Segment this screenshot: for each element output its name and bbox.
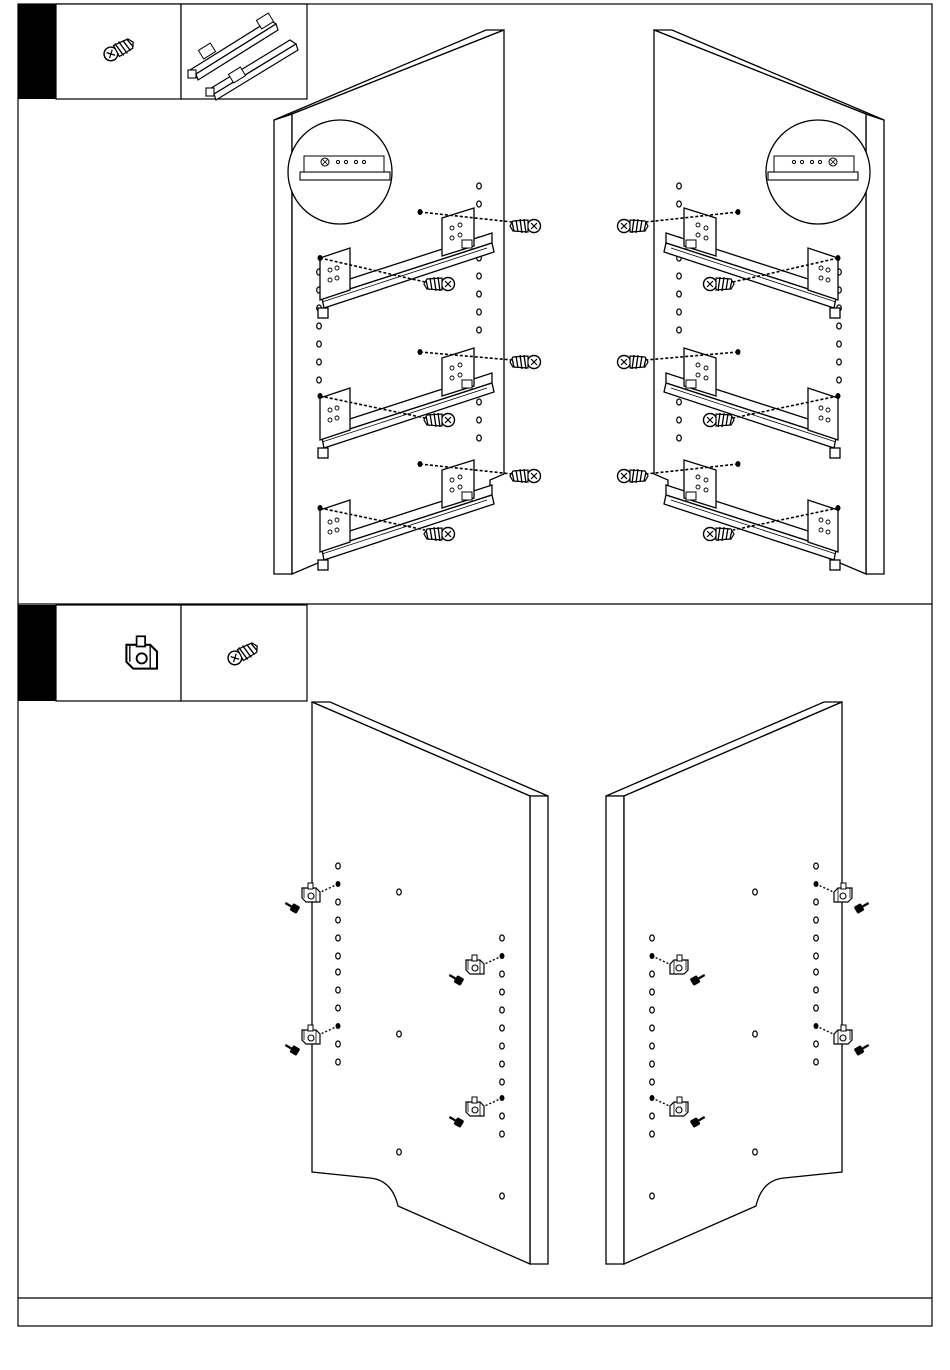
screw-icon: [618, 469, 649, 483]
screw-icon: [424, 413, 455, 427]
step-1-marker-tab: [18, 4, 56, 99]
screw-icon: [704, 277, 735, 291]
screw-icon: [283, 1042, 300, 1056]
screw-icon: [424, 277, 455, 291]
screw-icon: [704, 413, 735, 427]
step-2-right-side-panel: [606, 702, 871, 1264]
step-2-header: [18, 605, 307, 701]
step-1-left-side-panel: [274, 30, 541, 574]
step-1-right-side-panel: [618, 30, 885, 574]
screw-icon: [510, 469, 541, 483]
step-2-left-side-panel: [283, 702, 548, 1264]
screw-icon: [854, 900, 871, 914]
step-1-header: [18, 4, 307, 100]
screw-icon: [510, 219, 541, 233]
slide-position-detail-callout-left: [288, 120, 392, 224]
slide-position-detail-callout-right: [766, 120, 870, 224]
screw-icon: [618, 355, 649, 369]
screw-icon: [704, 527, 735, 541]
screw-icon: [510, 355, 541, 369]
step-2-part-box-bracket: [56, 605, 181, 701]
screw-icon: [618, 219, 649, 233]
screw-icon: [283, 900, 300, 914]
step-2-marker-tab: [18, 605, 56, 701]
screw-icon: [854, 1042, 871, 1056]
screw-icon: [424, 527, 455, 541]
